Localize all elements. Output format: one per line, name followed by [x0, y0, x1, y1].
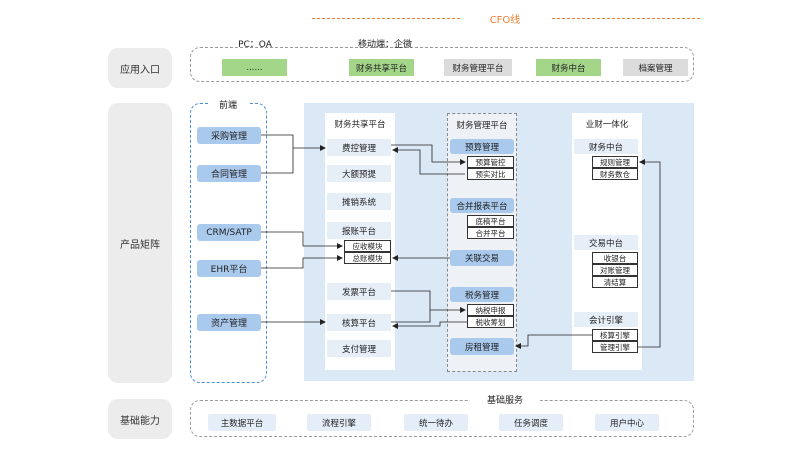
fmp-budget-control[interactable]: 预算管控 — [467, 156, 514, 168]
base-user-center[interactable]: 用户中心 — [595, 414, 659, 431]
frontend-contract[interactable]: 合同管理 — [197, 165, 261, 182]
biz-rule-mgmt[interactable]: 规则管理 — [592, 156, 638, 168]
mobile-label: 移动端：企微 — [357, 39, 412, 50]
base-master-data[interactable]: 主数据平台 — [208, 414, 276, 431]
section-product-matrix: 产品矩阵 — [108, 103, 172, 383]
pc-entry-item[interactable]: ...... — [222, 59, 287, 76]
fmp-consol[interactable]: 合并报表平台 — [450, 198, 514, 213]
base-scheduler[interactable]: 任务调度 — [499, 414, 563, 431]
link-engine-lease — [515, 334, 592, 349]
fssc-accounting[interactable]: 核算平台 — [327, 314, 391, 331]
fmp-workpaper[interactable]: 底稿平台 — [467, 215, 514, 227]
biz-clearing[interactable]: 清结算 — [592, 276, 638, 288]
fmp-tax-filing[interactable]: 纳税申报 — [467, 304, 514, 316]
fssc-invoice[interactable]: 发票平台 — [327, 283, 391, 300]
link-crm-ar — [261, 231, 343, 249]
cfo-title: CFO线 — [489, 14, 521, 26]
fssc-ar-module[interactable]: 应收模块 — [344, 240, 391, 252]
frontend-crm[interactable]: CRM/SATP — [197, 224, 261, 241]
biz-trade-mid[interactable]: 交易中台 — [574, 235, 638, 250]
fmp-related[interactable]: 关联交易 — [450, 250, 514, 266]
fssc-title: 财务共享平台 — [334, 120, 386, 130]
frontend-ehr[interactable]: EHR平台 — [197, 260, 261, 277]
biz-cashier[interactable]: 收银台 — [592, 252, 638, 264]
entry-archive[interactable]: 档案管理 — [623, 59, 688, 76]
link-expense-budget — [391, 144, 466, 165]
entry-fssc[interactable]: 财务共享平台 — [349, 59, 414, 76]
biz-title: 业财一体化 — [585, 120, 629, 130]
fmp-consol-platform[interactable]: 合并平台 — [467, 227, 514, 239]
fmp-title: 财务管理平台 — [456, 121, 508, 131]
biz-fin-mid[interactable]: 财务中台 — [574, 139, 638, 154]
fssc-amortize[interactable]: 摊销系统 — [327, 193, 391, 210]
section-app-entry: 应用入口 — [108, 48, 172, 88]
section-base-capability: 基础能力 — [108, 399, 172, 439]
link-ehr-gl — [261, 255, 343, 269]
app-entry-frame — [190, 47, 694, 82]
fmp-tax-planning[interactable]: 税收筹划 — [467, 316, 514, 328]
link-tax-accounting — [392, 321, 467, 329]
link-frontend-expense — [261, 134, 325, 174]
biz-reconcile[interactable]: 对账管理 — [592, 264, 638, 276]
pc-label: PC：OA — [238, 39, 272, 50]
link-engine-rule — [638, 159, 661, 348]
fssc-gl-module[interactable]: 总账模块 — [344, 252, 391, 264]
frontend-title: 前端 — [208, 97, 248, 111]
entry-fin-mid[interactable]: 财务中台 — [536, 59, 601, 76]
cfo-line-left — [312, 18, 460, 19]
frontend-asset[interactable]: 资产管理 — [197, 314, 261, 331]
link-budget-expense — [392, 147, 465, 175]
fmp-budget[interactable]: 预算管理 — [450, 139, 514, 154]
biz-calc-engine[interactable]: 核算引擎 — [592, 329, 638, 341]
link-accounting-tax — [391, 310, 431, 323]
fmp-tax[interactable]: 税务管理 — [450, 287, 514, 302]
fssc-payment[interactable]: 支付管理 — [327, 340, 391, 357]
base-workflow[interactable]: 流程引擎 — [307, 414, 371, 431]
biz-fin-warehouse[interactable]: 财务数仓 — [592, 168, 638, 180]
fssc-reimburse[interactable]: 报账平台 — [327, 222, 391, 239]
biz-acct-engine[interactable]: 会计引擎 — [574, 312, 638, 327]
cfo-line-right — [552, 18, 700, 19]
base-title: 基础服务 — [470, 393, 540, 406]
fssc-expense[interactable]: 费控管理 — [327, 139, 391, 156]
fssc-accrual[interactable]: 大额预提 — [327, 165, 391, 182]
fmp-budget-compare[interactable]: 预实对比 — [467, 168, 514, 180]
biz-mgmt-engine[interactable]: 管理引擎 — [592, 341, 638, 353]
link-invoice-tax — [391, 290, 466, 313]
entry-fmp[interactable]: 财务管理平台 — [444, 59, 512, 76]
frontend-purchase[interactable]: 采购管理 — [197, 127, 261, 144]
base-frame — [190, 400, 694, 437]
base-todo[interactable]: 统一待办 — [404, 414, 468, 431]
fmp-lease[interactable]: 房租管理 — [450, 338, 514, 355]
